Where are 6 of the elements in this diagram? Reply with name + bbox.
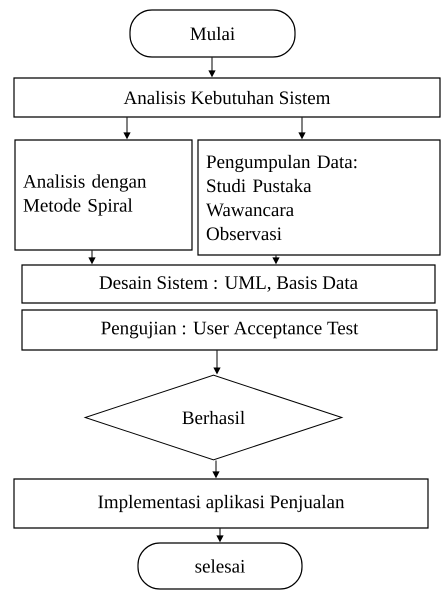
process-box: Pengujian : User Acceptance Test [21,309,438,351]
process-box: Pengumpulan Data: Studi Pustaka Wawancara Observasi [197,139,441,256]
process-box: Analisis dengan Metode Spiral [14,139,193,251]
process-box: Desain Sistem : UML, Basis Data [21,264,436,304]
process-box: Analisis Kebutuhan Sistem [13,77,441,118]
process-box: Implementasi aplikasi Penjualan [13,478,429,529]
